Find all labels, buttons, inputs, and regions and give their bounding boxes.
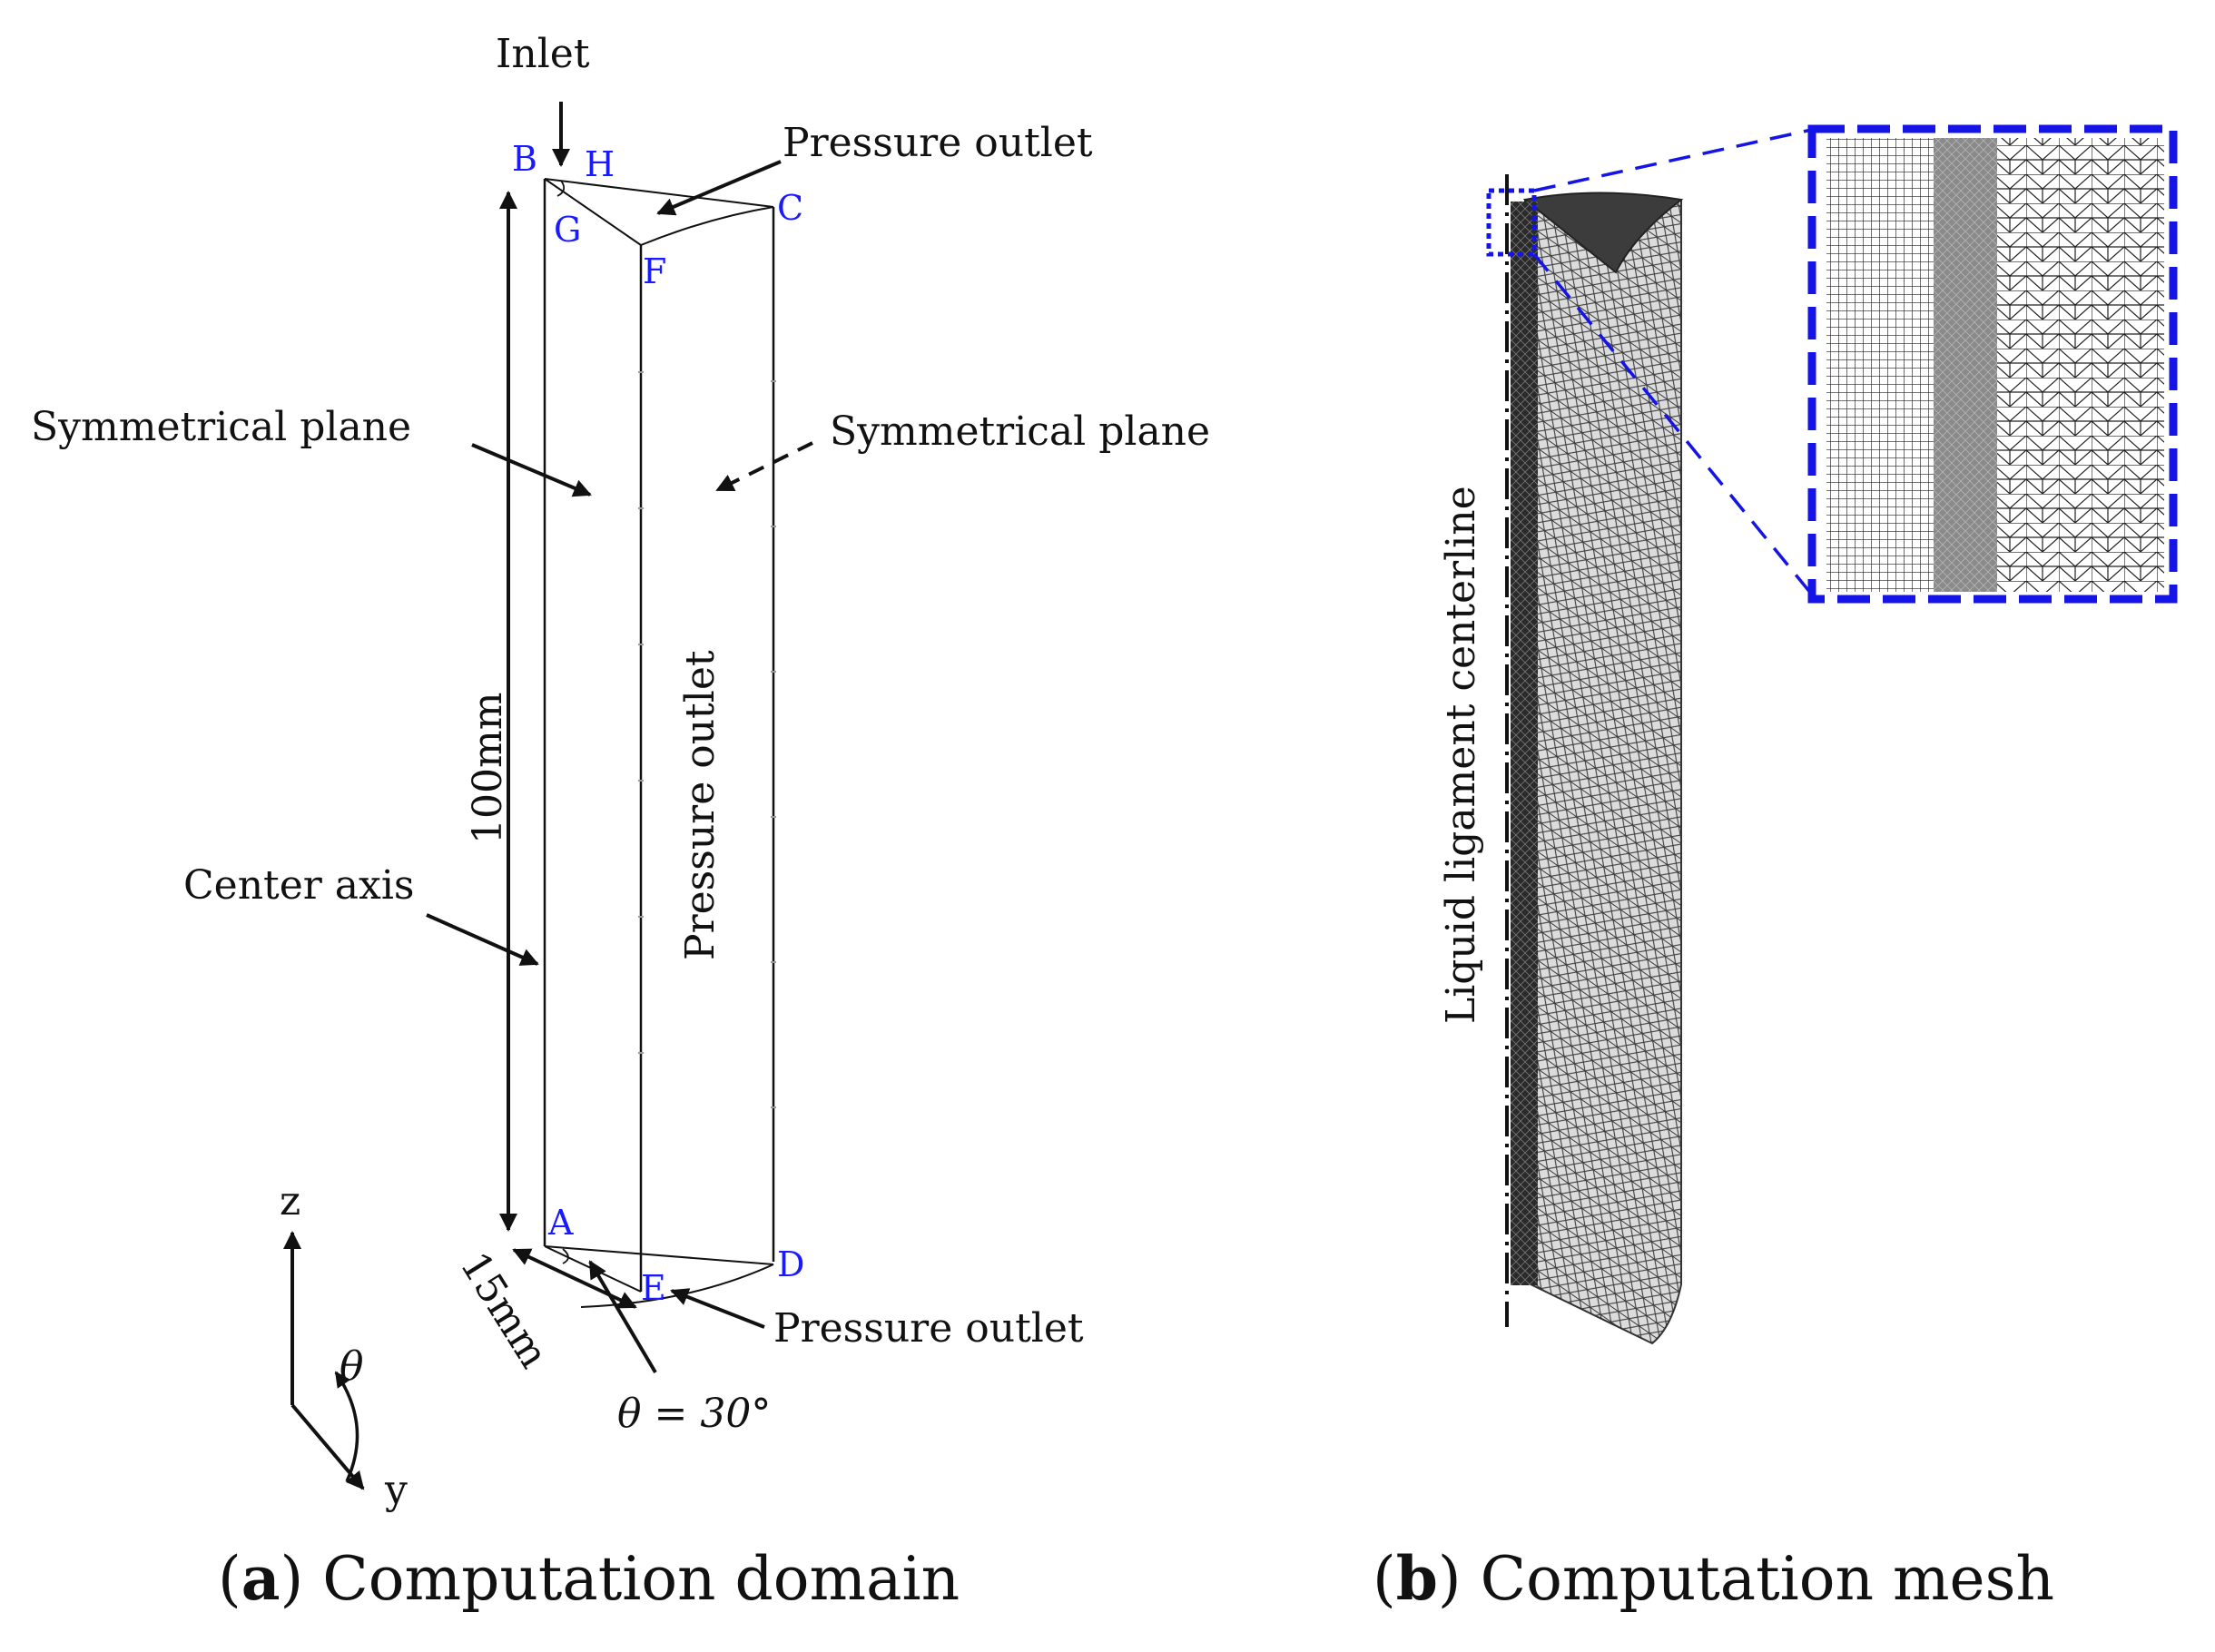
- point-H: H: [585, 144, 615, 184]
- mesh-refined-band: [1511, 202, 1538, 1285]
- point-E: E: [641, 1268, 666, 1308]
- zoom-source-box: [1486, 188, 1537, 257]
- caption-b-text: Computation mesh: [1481, 1544, 2054, 1614]
- radius-dimension-arrow: [512, 1248, 637, 1309]
- centerline-label: Liquid ligament centerline: [1438, 486, 1484, 1024]
- mesh-top-face: [1522, 192, 1684, 274]
- theta-rotation-arrow: [334, 1371, 359, 1482]
- pressure-outlet-bottom-label: Pressure outlet: [773, 1305, 1084, 1352]
- point-B: B: [512, 139, 537, 179]
- zoom-tri-mesh: [1997, 138, 2164, 592]
- angle-arc-top: [556, 180, 566, 197]
- symmetrical-plane-right-label: Symmetrical plane: [830, 408, 1210, 455]
- symmetrical-plane-left-label: Symmetrical plane: [31, 404, 411, 450]
- y-axis-label: y: [384, 1467, 408, 1513]
- point-D: D: [777, 1244, 804, 1284]
- caption-a-letter: a: [241, 1543, 281, 1614]
- captions: (a) Computation domain (b) Computation m…: [218, 1543, 2054, 1614]
- point-A: A: [547, 1203, 574, 1243]
- pressure-outlet-top-label: Pressure outlet: [783, 120, 1093, 166]
- height-dimension-label: 100mm: [465, 693, 511, 844]
- panel-a-labels: Inlet Pressure outlet Symmetrical plane …: [31, 31, 1210, 1513]
- theta-equation-label: θ = 30°: [617, 1391, 771, 1437]
- point-labels: B H G F C A D E: [512, 139, 804, 1308]
- pressure-outlet-bottom-arrow: [670, 1288, 765, 1329]
- edge-tick-marks: [638, 371, 776, 1108]
- symmetrical-plane-left-arrow: [471, 443, 592, 497]
- zoom-detail-box: [1807, 124, 2178, 604]
- pressure-outlet-side-label: Pressure outlet: [677, 650, 724, 960]
- annotation-arrows: [426, 102, 813, 1374]
- z-axis-label: z: [280, 1178, 300, 1224]
- theta-arrow: [588, 1260, 657, 1374]
- caption-a: (a) Computation domain: [218, 1543, 960, 1614]
- center-axis-arrow: [426, 913, 539, 966]
- arc-ED: [580, 1264, 774, 1308]
- caption-b-letter: b: [1396, 1543, 1438, 1614]
- y-axis-arrow: [290, 1403, 365, 1490]
- zoom-callout: [1486, 124, 2178, 604]
- zoom-connector-top: [1533, 127, 1816, 192]
- zoom-fine-grid: [1826, 138, 1934, 592]
- mesh-rendering: Liquid ligament centerline: [1438, 174, 1684, 1345]
- coordinate-axes: [283, 1231, 365, 1490]
- point-F: F: [643, 251, 666, 291]
- domain-geometry: [543, 178, 775, 1308]
- point-G: G: [554, 210, 581, 250]
- point-C: C: [777, 188, 803, 228]
- zoom-transition-grid: [1934, 138, 1997, 592]
- symmetrical-plane-right-arrow: [715, 441, 813, 492]
- edge-BF: [544, 178, 642, 246]
- pressure-outlet-top-arrow: [656, 160, 782, 216]
- theta-label: θ: [340, 1343, 364, 1390]
- caption-a-text: Computation domain: [322, 1544, 960, 1614]
- zoom-connector-bottom: [1532, 252, 1817, 601]
- arc-FC: [640, 206, 774, 246]
- mesh-body: [1524, 198, 1682, 1345]
- center-axis-label: Center axis: [183, 862, 414, 909]
- caption-b: (b) Computation mesh: [1373, 1543, 2054, 1614]
- edge-BC: [544, 178, 774, 208]
- inlet-label: Inlet: [496, 31, 590, 77]
